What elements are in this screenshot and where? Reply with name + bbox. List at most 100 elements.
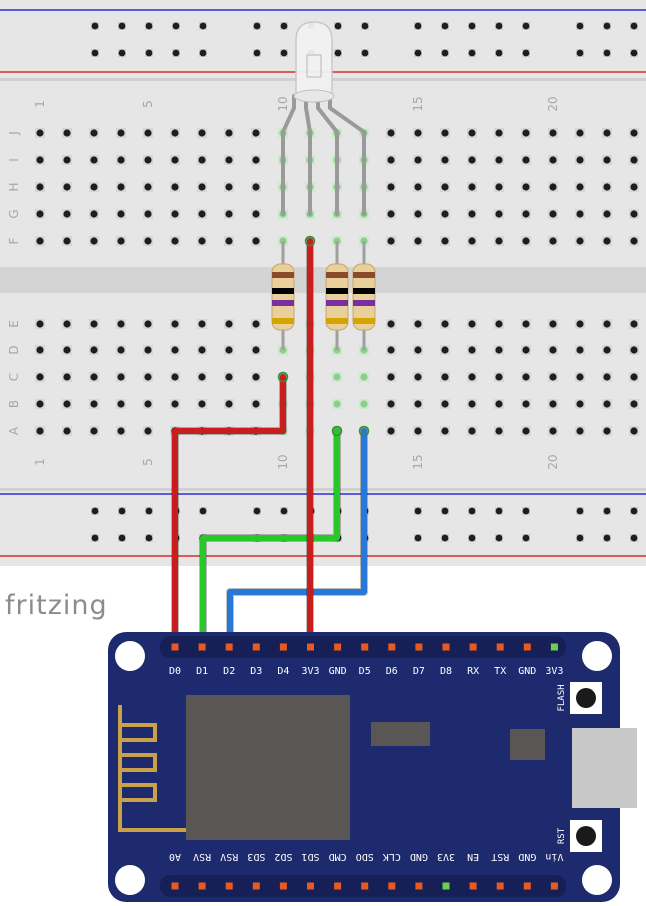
grid-hole [36,237,44,245]
pin-label-top: D2 [223,666,235,677]
grid-hole [603,320,611,328]
rail-hole [280,49,288,57]
grid-hole [225,156,233,164]
pin-label-top: D0 [169,666,181,677]
grid-hole [387,129,395,137]
grid-hole [630,346,638,354]
column-number-top: 10 [276,96,290,111]
grid-hole [468,346,476,354]
pin-bottom [334,882,342,890]
grid-hole [630,183,638,191]
rail-hole [468,22,476,30]
grid-hole [117,237,125,245]
rail-hole [172,22,180,30]
grid-hole [603,183,611,191]
grid-hole [171,320,179,328]
rail-hole [576,49,584,57]
rail-hole [576,507,584,515]
grid-hole [495,210,503,218]
resistor-band [353,318,375,324]
rail-hole [630,49,638,57]
grid-hole [576,156,584,164]
rail-hole [495,534,503,542]
chip [371,722,430,746]
pin-bottom [225,882,233,890]
grid-hole [549,237,557,245]
rail-hole [118,22,126,30]
rail-hole [495,22,503,30]
pin-label-bottom: RSV [193,851,211,862]
grid-hole [198,210,206,218]
pin-label-bottom: RST [491,851,509,862]
pin-top [334,643,342,651]
grid-hole [495,427,503,435]
grid-hole [360,400,368,408]
rail-hole [145,22,153,30]
grid-hole [252,156,260,164]
rail-hole [91,507,99,515]
rail-hole [253,507,261,515]
column-number-bottom: 5 [141,458,155,466]
pin-label-top: 3V3 [301,666,319,677]
pin-label-bottom: EN [467,851,479,862]
grid-hole [252,237,260,245]
grid-hole [90,183,98,191]
grid-hole [36,210,44,218]
wire-green-d1 [200,428,340,651]
grid-hole [576,183,584,191]
grid-hole [522,400,530,408]
resistor-band [353,272,375,278]
pin-label-top: TX [494,666,506,677]
grid-hole [333,400,341,408]
grid-hole [225,373,233,381]
grid-hole [630,237,638,245]
grid-hole [603,210,611,218]
pin-top [523,643,531,651]
rail-hole [199,507,207,515]
rail-hole [145,49,153,57]
rail-hole [199,49,207,57]
pin-label-bottom: GND [518,851,536,862]
pin-bottom [279,882,287,890]
grid-hole [36,129,44,137]
wire-end [304,235,316,247]
grid-hole [63,346,71,354]
row-label: D [7,345,21,354]
wire-end [277,371,289,383]
resistor-body [352,263,376,331]
grid-hole [144,400,152,408]
rail-hole [145,507,153,515]
led-die [306,54,322,78]
center-channel [0,267,646,293]
pin-label-bottom: SDO [356,851,374,862]
grid-hole [198,346,206,354]
grid-hole [414,320,422,328]
grid-hole [576,237,584,245]
rail-hole [630,534,638,542]
pin-top [442,643,450,651]
pin-label-top: D7 [413,666,425,677]
rail-hole [361,49,369,57]
flash-button [576,688,596,708]
rail-hole [603,49,611,57]
pin-label-bottom: Vin [545,851,563,862]
grid-hole [495,237,503,245]
pin-bottom [252,882,260,890]
grid-hole [441,346,449,354]
grid-hole [144,129,152,137]
grid-hole [630,156,638,164]
grid-hole [495,156,503,164]
grid-hole [576,129,584,137]
rail-hole [441,22,449,30]
pin-label-bottom: RSV [220,851,238,862]
rail-hole [522,22,530,30]
rail-hole [172,49,180,57]
row-label: F [7,237,21,244]
grid-hole [603,400,611,408]
grid-hole [90,156,98,164]
grid-hole [468,183,476,191]
grid-hole [144,210,152,218]
grid-hole [414,400,422,408]
grid-hole [63,183,71,191]
grid-hole [90,400,98,408]
